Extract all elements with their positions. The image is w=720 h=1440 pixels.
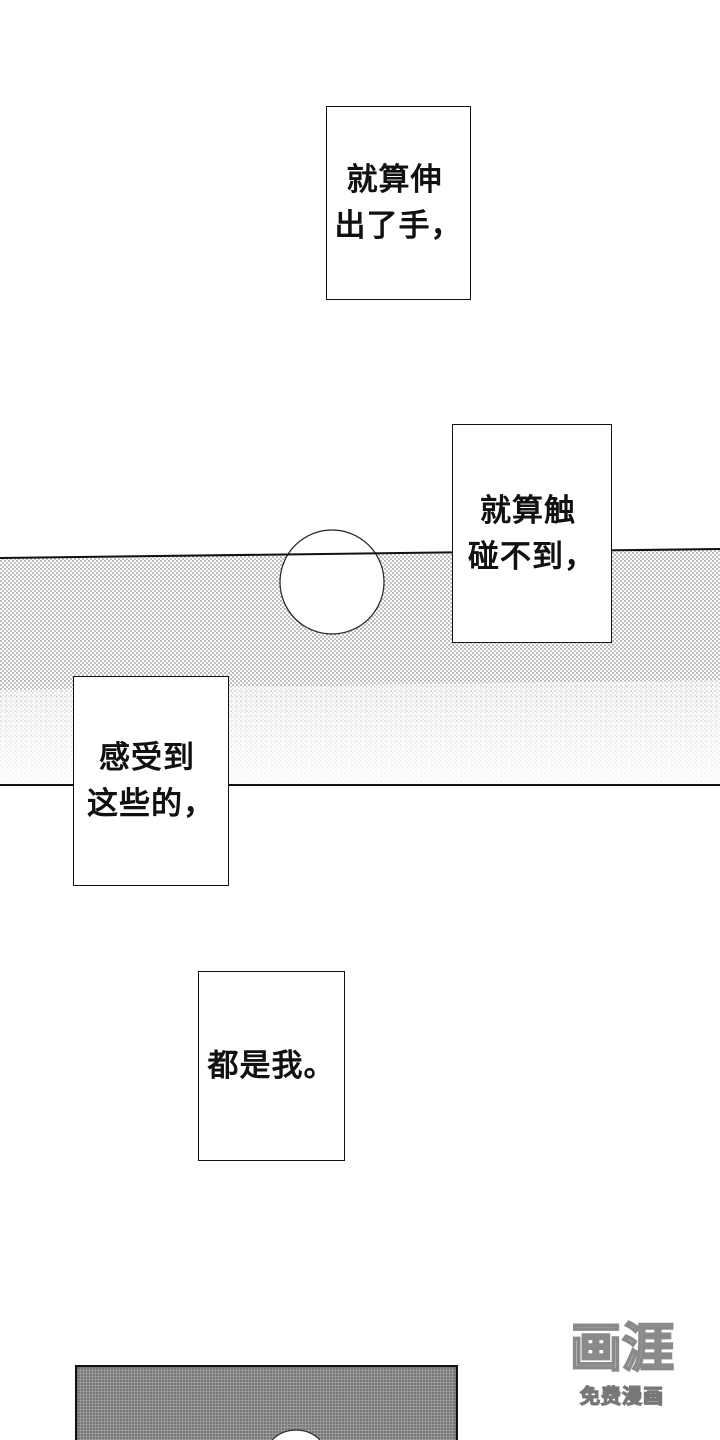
caption-4-line-1: 都是我。 [207, 1048, 336, 1084]
caption-box-3: 感受到 这些的， [73, 676, 229, 886]
caption-1-line-2: 出了手， [334, 208, 463, 244]
caption-3-line-1: 感受到 [99, 740, 195, 776]
watermark-logo: 画涯 [569, 1318, 675, 1378]
next-panel-preview [75, 1365, 458, 1440]
caption-box-4: 都是我。 [198, 971, 345, 1161]
caption-1-line-1: 就算伸 [346, 162, 443, 198]
watermark-subtitle: 免费漫画 [579, 1383, 664, 1408]
caption-box-2: 就算触 碰不到， [452, 424, 612, 643]
watermark-logo-text: 画涯 [570, 1319, 674, 1378]
caption-2-line-1: 就算触 [480, 492, 576, 529]
caption-box-1: 就算伸 出了手， [326, 106, 471, 300]
caption-3-line-2: 这些的， [87, 786, 215, 822]
watermark: 画涯 免费漫画 [560, 1316, 684, 1416]
caption-2-line-2: 碰不到， [468, 538, 596, 575]
